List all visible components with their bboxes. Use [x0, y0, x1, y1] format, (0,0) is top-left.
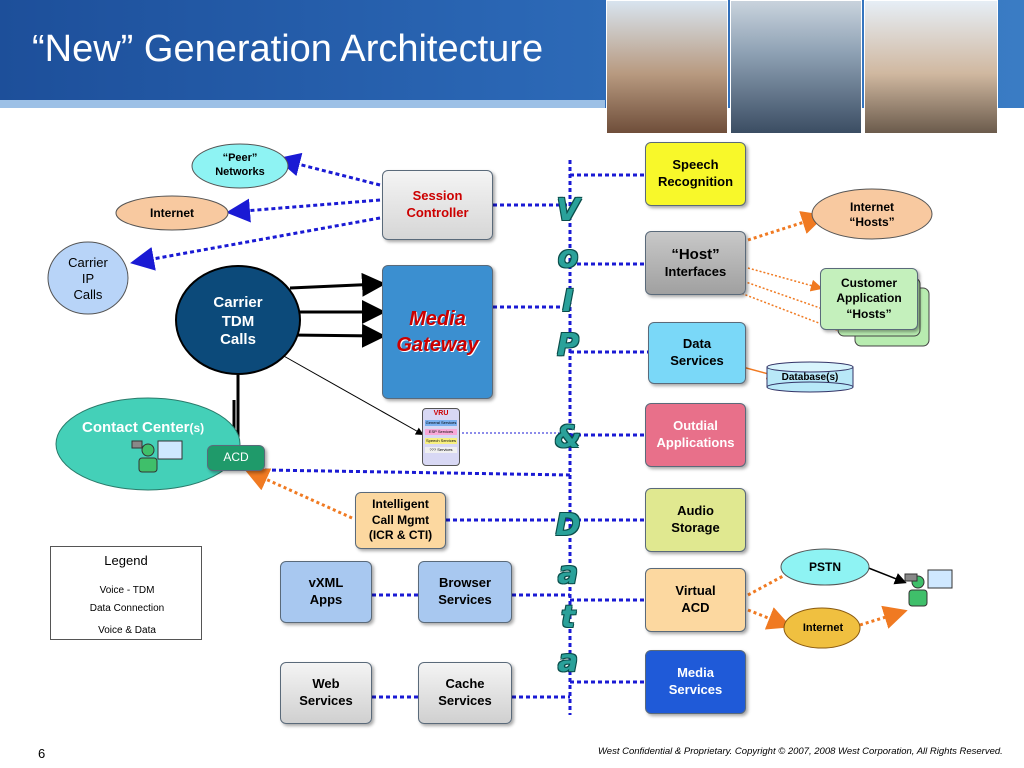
- speech-recognition-box: Speech Recognition: [645, 142, 746, 206]
- media-services-box: Media Services: [645, 650, 746, 714]
- media-gateway-box: Media Gateway: [382, 265, 493, 399]
- contact-center-label: Contact Center(s): [82, 419, 204, 436]
- data-services-box: Data Services: [648, 322, 746, 384]
- internet-hosts-cloud-shape: [811, 188, 933, 240]
- host-interfaces-subtitle: Interfaces: [664, 264, 727, 280]
- agent-headset-photo: [606, 0, 728, 134]
- carrier-tdm-calls-cloud: Carrier TDM Calls: [213, 293, 263, 349]
- carrier-tdm-cloud-shape: [175, 265, 301, 375]
- vru-title: VRU: [433, 410, 449, 417]
- internet-right-cloud-shape: [783, 607, 861, 649]
- vru-general-services: General Services: [425, 420, 457, 426]
- copyright-notice: West Confidential & Proprietary. Copyrig…: [598, 746, 1003, 757]
- internet-hosts-link: [747, 211, 826, 242]
- virtual-acd-box: Virtual ACD: [645, 568, 746, 632]
- database-cylinder-shape: [766, 361, 854, 393]
- outdial-applications-box: Outdial Applications: [645, 403, 746, 467]
- voip-letter-a1: a: [557, 556, 579, 591]
- vxml-apps-box: vXML Apps: [280, 561, 372, 623]
- legend-title: Legend: [104, 553, 148, 568]
- customer-application-hosts-box: Customer Application “Hosts”: [820, 268, 918, 330]
- tdm-link-bottom: [289, 323, 386, 348]
- peer-networks-link: [276, 152, 381, 187]
- pstn-cloud-shape: [780, 548, 870, 586]
- voip-letter-d: D: [555, 508, 581, 543]
- legend-data-connection-label: Data Connection: [88, 603, 166, 614]
- database-label: Database(s): [781, 372, 839, 383]
- vru-box: VRU General Services ESP Services Speech…: [422, 408, 460, 466]
- peer-networks-cloud: “Peer” Networks: [215, 152, 265, 178]
- intelligent-acd-link: [244, 468, 353, 520]
- voip-letter-ampersand: &: [554, 420, 582, 455]
- host-customer-link-1: [747, 267, 823, 292]
- contact-center-suffix: (s): [189, 421, 205, 435]
- carrier-ip-calls-cloud: Carrier IP Calls: [68, 254, 108, 303]
- legend-voice-tdm-label: Voice - TDM: [98, 585, 156, 596]
- tdm-link-top: [289, 272, 386, 297]
- voip-letter-v: V: [556, 193, 580, 228]
- legend-voice-data: Voice & Data: [57, 624, 197, 638]
- web-services-box: Web Services: [280, 662, 372, 724]
- internet-left-cloud: Internet: [149, 205, 194, 220]
- internet-left-cloud-shape: [115, 195, 229, 231]
- legend-data-connection: Data Connection: [57, 602, 197, 616]
- man-on-phone-photo: [864, 0, 998, 134]
- peer-networks-cloud-shape: [191, 143, 289, 189]
- voip-letter-o: o: [557, 240, 579, 275]
- session-controller-box: Session Controller: [382, 170, 493, 240]
- voip-letter-i: I: [562, 284, 574, 319]
- slide-title: “New” Generation Architecture: [32, 28, 544, 70]
- contact-center-text: Contact Center: [82, 419, 190, 436]
- pstn-cloud: PSTN: [808, 559, 841, 574]
- contact-center-agent-icon: [131, 440, 183, 473]
- browser-services-box: Browser Services: [418, 561, 512, 623]
- legend: Legend Voice - TDM Data Connection Voice…: [50, 546, 202, 640]
- virtual-acd-internet-link: [747, 607, 792, 630]
- vru-esp-services: ESP Services: [425, 429, 457, 435]
- internet-left-link: [226, 198, 381, 223]
- vru-other-services: ??? Services: [425, 447, 457, 453]
- page-number: 6: [38, 746, 46, 761]
- host-interfaces-box: “Host” Interfaces: [645, 231, 746, 295]
- banner-stripe: [0, 100, 605, 108]
- cache-services-box: Cache Services: [418, 662, 512, 724]
- internet-hosts-cloud: Internet “Hosts”: [849, 200, 895, 229]
- datacenter-worker-photo: [730, 0, 862, 134]
- voip-letter-p: P: [557, 328, 579, 363]
- host-interfaces-title: “Host”: [671, 245, 720, 263]
- carrier-ip-cloud-shape: [47, 241, 129, 315]
- intelligent-call-mgmt-box: Intelligent Call Mgmt (ICR & CTI): [355, 492, 446, 549]
- internet-right-cloud: Internet: [802, 622, 844, 635]
- contact-center-link: [264, 468, 571, 477]
- acd-box: ACD: [207, 445, 265, 471]
- internet-phone-link: [859, 605, 908, 629]
- audio-storage-box: Audio Storage: [645, 488, 746, 552]
- remote-agent-icon: [904, 569, 953, 607]
- virtual-acd-pstn-link: [747, 573, 786, 597]
- legend-voice-tdm: Voice - TDM: [57, 584, 197, 598]
- legend-voice-data-label: Voice & Data: [97, 625, 157, 636]
- vru-speech-services: Speech Services: [425, 438, 457, 444]
- carrier-ip-link: [130, 216, 381, 271]
- pstn-phone-link: [865, 566, 907, 585]
- gateway-vru-link: [281, 354, 424, 435]
- voip-letter-t: t: [560, 600, 576, 635]
- voip-letter-a2: a: [557, 644, 579, 679]
